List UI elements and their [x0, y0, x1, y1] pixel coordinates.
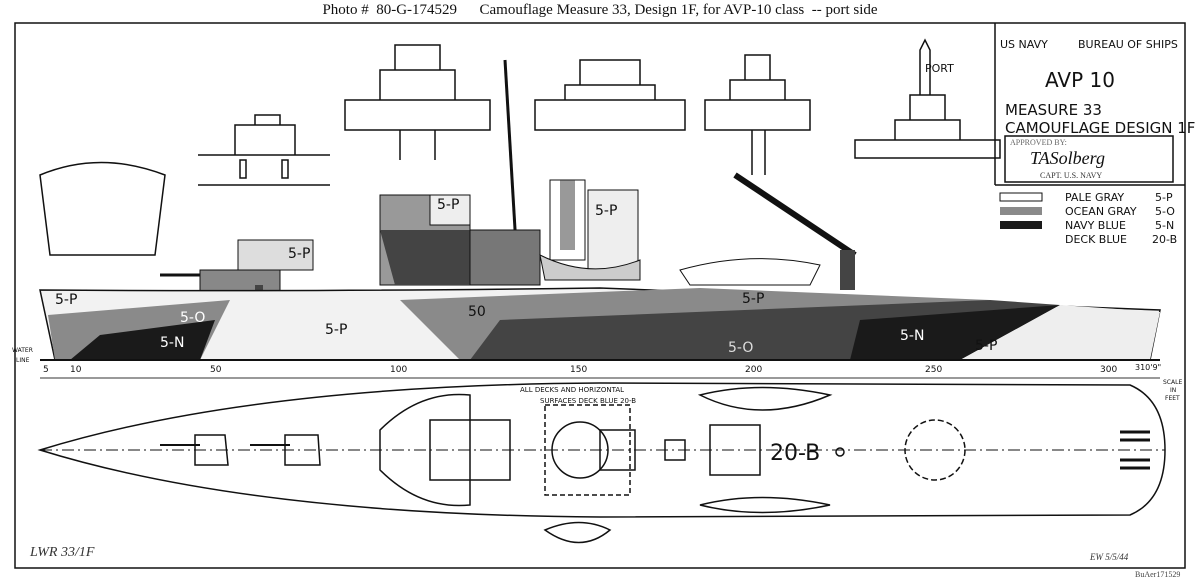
color-code-label: 5-O — [728, 340, 753, 356]
legend-name: PALE GRAY — [1065, 191, 1124, 204]
color-code-label: 5-P — [742, 291, 764, 307]
color-code-label: 5-O — [180, 310, 205, 326]
measure-label: MEASURE 33 — [1005, 101, 1102, 119]
color-code-label: 5-N — [160, 335, 184, 351]
color-code-label: 5-P — [288, 246, 310, 262]
scale-length: 310'9" — [1135, 363, 1161, 372]
view-label: PORT — [925, 62, 954, 75]
negative-number: BuAer171529 — [1135, 570, 1180, 579]
legend-name: OCEAN GRAY — [1065, 205, 1137, 218]
bureau-label: BUREAU OF SHIPS — [1078, 38, 1178, 51]
deck-note: SURFACES DECK BLUE 20-B — [540, 397, 636, 405]
color-legend: PALE GRAY 5-P OCEAN GRAY 5-O NAVY BLUE 5… — [999, 191, 1177, 246]
swatch-pale-gray — [999, 192, 1043, 202]
scale-tick: 5 — [43, 365, 49, 375]
color-code-label: 5-N — [900, 328, 924, 344]
scale-unit: SCALE — [1163, 379, 1182, 386]
legend-name: DECK BLUE — [1065, 233, 1127, 246]
legend-name: NAVY BLUE — [1065, 219, 1126, 232]
hull-profile — [39, 287, 1161, 361]
scale-bar: WATER LINE 5 10 50 100 150 200 250 300 3… — [12, 347, 1182, 402]
color-code-label: 5-P — [325, 322, 347, 338]
legend-code: 5-P — [1155, 191, 1173, 204]
legend-code: 5-N — [1155, 219, 1174, 232]
color-code-label: 50 — [468, 304, 486, 320]
agency-label: US NAVY — [1000, 38, 1048, 51]
approved-by-label: APPROVED BY: — [1010, 138, 1067, 147]
scale-unit: FEET — [1165, 395, 1180, 402]
color-code-label: 5-P — [975, 338, 997, 354]
design-label: CAMOUFLAGE DESIGN 1F — [1005, 119, 1195, 137]
deck-color-code: 20-B — [770, 441, 820, 466]
scale-tick: 150 — [570, 365, 587, 375]
deck-note: ALL DECKS AND HORIZONTAL — [520, 386, 624, 394]
signature: TASolberg — [1030, 148, 1105, 168]
scale-tick: 250 — [925, 365, 942, 375]
plan-view: ALL DECKS AND HORIZONTAL SURFACES DECK B… — [37, 382, 1166, 544]
scale-tick: 50 — [210, 365, 222, 375]
ship-profile — [160, 59, 857, 305]
scale-tick: 200 — [745, 365, 762, 375]
waterline-label: LINE — [16, 357, 30, 364]
ship-designation: AVP 10 — [1045, 68, 1115, 92]
scale-unit: IN — [1170, 387, 1176, 394]
initials-date: EW 5/5/44 — [1089, 552, 1129, 562]
scale-tick: 300 — [1100, 365, 1117, 375]
color-code-label: 5-P — [595, 203, 617, 219]
profile-color-labels: 5-P 5-O 5-N 5-P 50 5-O 5-N 5-P 5-P 5-P 5… — [55, 197, 997, 356]
color-code-label: 5-P — [55, 292, 77, 308]
scale-tick: 10 — [70, 365, 82, 375]
drawing-reference: LWR 33/1F — [29, 545, 95, 560]
waterline-label: WATER — [12, 347, 33, 354]
legend-code: 5-O — [1155, 205, 1175, 218]
signer-title: CAPT. U.S. NAVY — [1040, 171, 1102, 180]
legend-code: 20-B — [1152, 233, 1177, 246]
section-views — [39, 38, 1001, 256]
swatch-navy-blue — [1000, 221, 1042, 229]
photo-caption: Photo # 80-G-174529 Camouflage Measure 3… — [322, 2, 878, 18]
color-code-label: 5-P — [437, 197, 459, 213]
title-block: US NAVY BUREAU OF SHIPS AVP 10 MEASURE 3… — [994, 23, 1195, 186]
drawing-frame — [14, 22, 1186, 569]
swatch-ocean-gray — [1000, 207, 1042, 215]
scale-tick: 100 — [390, 365, 407, 375]
